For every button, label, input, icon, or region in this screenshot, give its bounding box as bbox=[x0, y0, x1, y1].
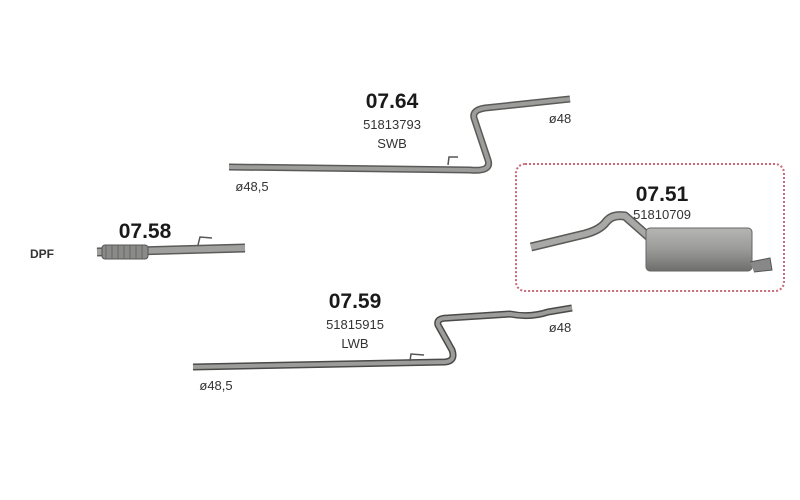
diameter-in: ø48,5 bbox=[235, 179, 269, 194]
pipe-07-64[interactable] bbox=[228, 95, 571, 174]
highlight-frame-07-51 bbox=[515, 163, 785, 292]
part-code: 07.59 bbox=[328, 290, 382, 313]
part-number: 51815915 bbox=[326, 317, 384, 332]
diameter-out: ø48 bbox=[548, 320, 572, 335]
part-code: 07.58 bbox=[118, 220, 172, 243]
part-code: 07.64 bbox=[365, 90, 419, 113]
diameter-out: ø48 bbox=[548, 111, 572, 126]
part-number: 51810709 bbox=[633, 207, 691, 222]
dpf-label: DPF bbox=[30, 247, 54, 261]
diameter-in: ø48,5 bbox=[199, 378, 233, 393]
pipe-07-58[interactable] bbox=[96, 236, 246, 260]
part-code: 07.51 bbox=[635, 183, 689, 206]
part-variant: LWB bbox=[341, 336, 369, 351]
muffler-07-51[interactable] bbox=[529, 211, 773, 273]
pipe-07-59[interactable] bbox=[192, 304, 573, 371]
part-number: 51813793 bbox=[363, 117, 421, 132]
part-variant: SWB bbox=[377, 136, 407, 151]
